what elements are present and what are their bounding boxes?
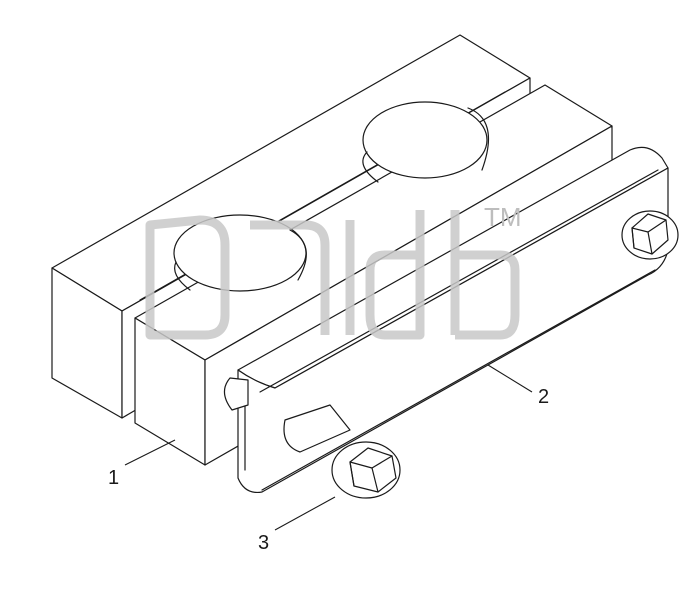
rear-bolt <box>621 210 679 260</box>
callout-label-2: 2 <box>538 386 549 408</box>
leader-line-3 <box>274 496 336 531</box>
front-bolt <box>223 377 401 499</box>
callout-1: 1 <box>108 439 176 489</box>
callout-label-3: 3 <box>258 532 269 554</box>
callout-3: 3 <box>258 496 336 554</box>
leader-line-2 <box>487 364 533 393</box>
rear-bore-hole <box>362 101 490 183</box>
callout-label-1: 1 <box>108 467 119 489</box>
watermark-logo: TM <box>145 202 522 340</box>
callout-2: 2 <box>487 364 549 408</box>
front-bore-hole <box>173 214 307 292</box>
leader-line-1 <box>124 439 176 466</box>
watermark-tm: TM <box>484 202 522 232</box>
